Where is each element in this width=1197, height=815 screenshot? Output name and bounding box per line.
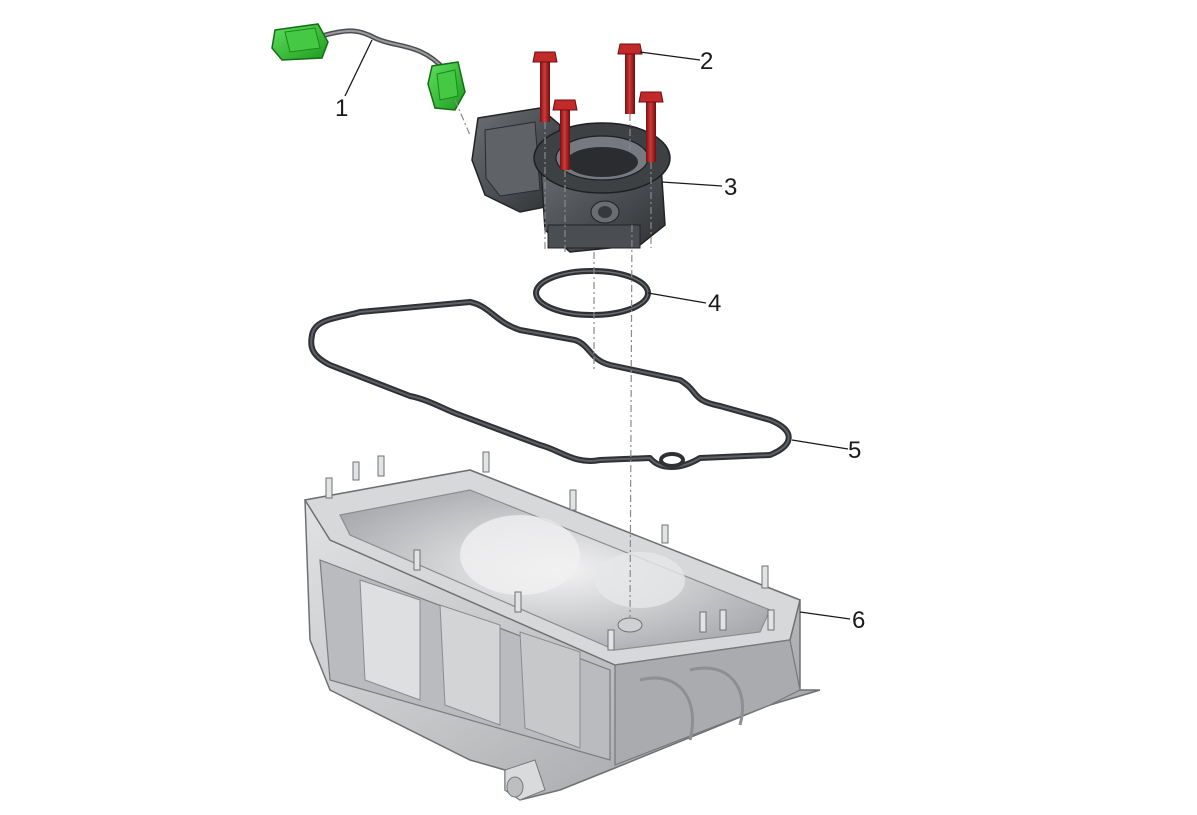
bolt (638, 91, 664, 162)
callout-number: 1 (335, 95, 348, 122)
bolt (552, 99, 578, 170)
throttle-body-part (471, 107, 671, 253)
bolt (617, 43, 643, 114)
callout-number: 2 (700, 48, 713, 75)
leader-lines (344, 39, 851, 620)
callout-number: 6 (852, 607, 865, 634)
alignment-lines (454, 99, 652, 619)
callout-number: 3 (724, 174, 737, 201)
bolt (532, 51, 558, 122)
callout-number: 5 (848, 437, 861, 464)
o-ring-part (533, 268, 651, 318)
callout-number: 4 (708, 290, 721, 317)
connector (427, 61, 466, 111)
bolts-part (532, 43, 664, 170)
gasket-part (308, 299, 792, 470)
wiring-harness-part (271, 23, 466, 111)
connector (271, 23, 329, 61)
intake-manifold-part (303, 451, 821, 801)
callout-labels: 1 2 3 4 5 6 (335, 48, 865, 634)
